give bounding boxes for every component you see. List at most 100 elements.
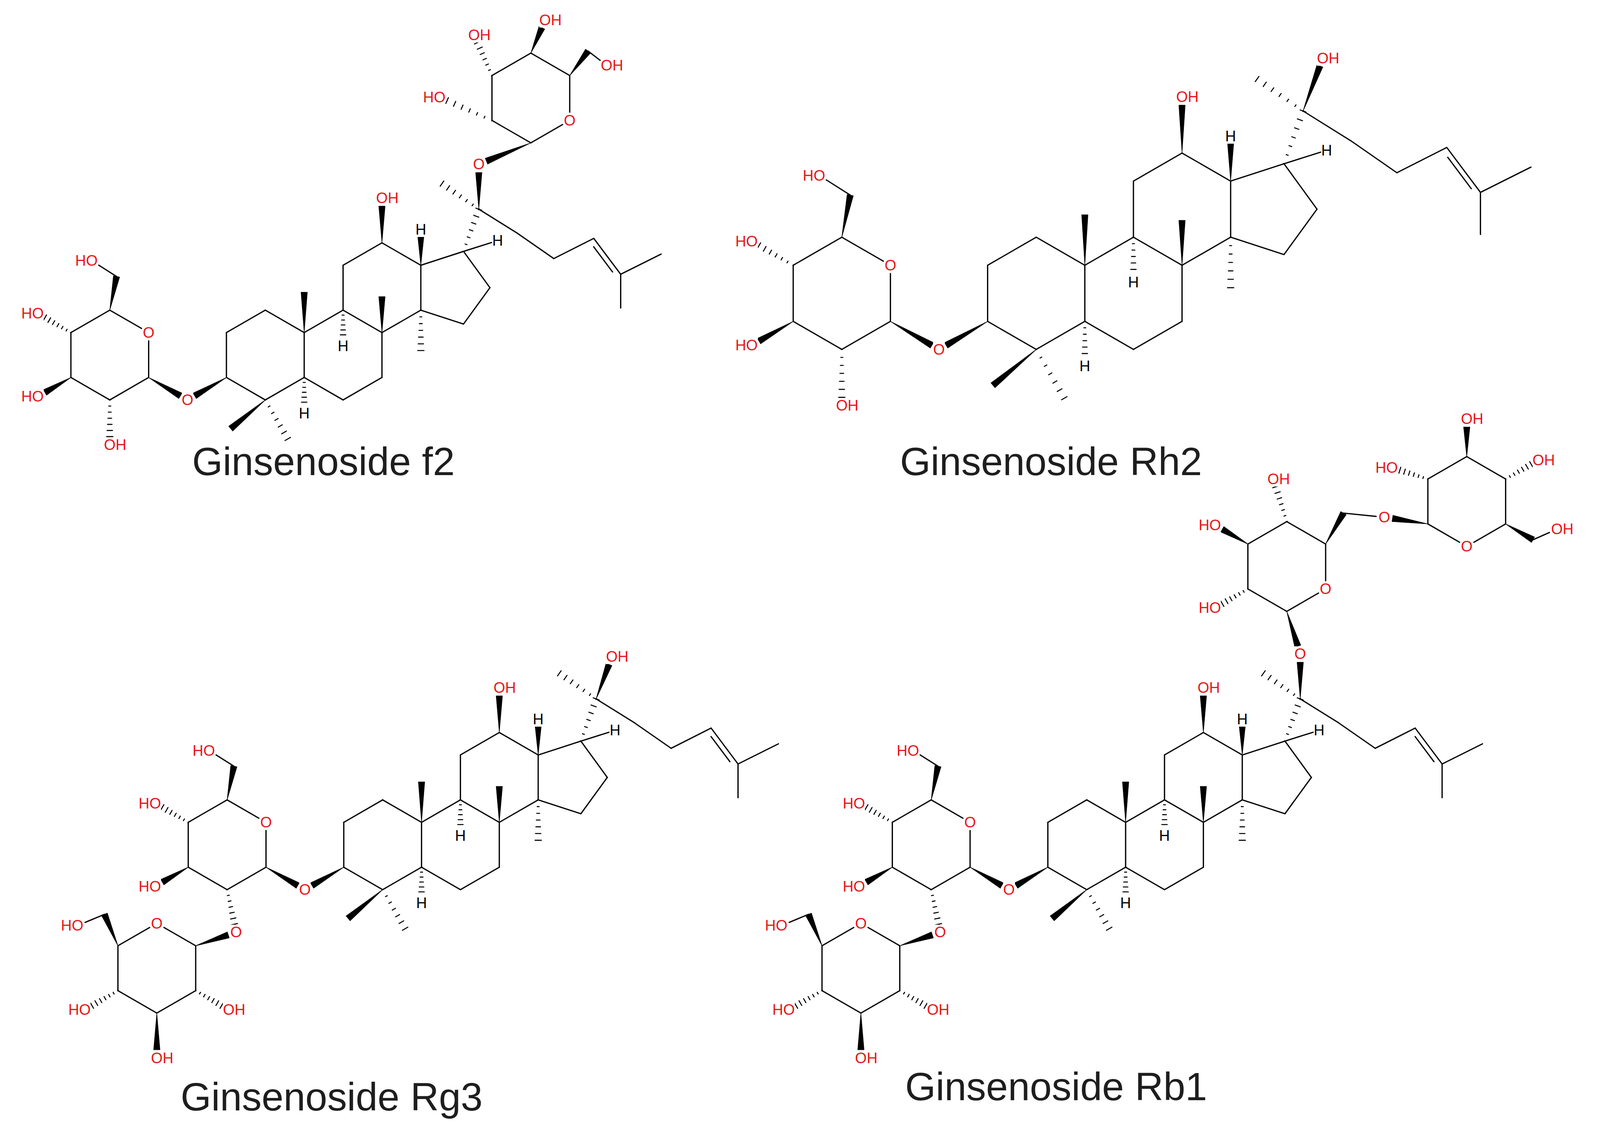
- wedge-bond: [378, 206, 386, 243]
- wedge-bond: [310, 867, 345, 889]
- bond-line: [188, 800, 228, 823]
- bond-line: [1048, 800, 1088, 823]
- hash-bond: [418, 867, 425, 897]
- atom-label: OH: [1316, 50, 1340, 66]
- bond-line: [1048, 867, 1088, 890]
- bond-line: [920, 755, 938, 767]
- bond-line: [1036, 321, 1085, 350]
- bond-line: [620, 253, 662, 275]
- atom-label: OH: [1267, 471, 1290, 487]
- molecule-name: Ginsenoside f2: [192, 441, 455, 482]
- atom-label: HO: [772, 1002, 795, 1018]
- atom-label: OH: [222, 1002, 246, 1018]
- bond-line: [1230, 163, 1285, 182]
- bond-line: [1133, 321, 1182, 350]
- bond-line: [499, 800, 539, 823]
- wedge-bond: [43, 377, 71, 396]
- bond-line: [459, 755, 462, 800]
- atom-label: O: [1003, 882, 1015, 898]
- bond-line: [1286, 593, 1319, 612]
- hash-bond: [160, 804, 189, 823]
- hash-bond: [339, 310, 347, 340]
- bond-line: [1047, 822, 1049, 868]
- wedge-bond: [475, 172, 482, 210]
- bond-line: [381, 242, 421, 266]
- bond-line: [265, 830, 267, 868]
- hash-bond: [794, 990, 823, 1009]
- double-bond: [711, 728, 739, 765]
- bond-line: [822, 990, 862, 1014]
- bond-line: [1164, 800, 1204, 823]
- bond-line: [1125, 867, 1165, 890]
- atom-label: HO: [61, 918, 84, 934]
- hash-bond: [1122, 867, 1129, 897]
- bond-line: [1124, 822, 1126, 868]
- bond-line: [1427, 456, 1467, 480]
- atom-label: OH: [1532, 452, 1556, 468]
- hash-bond: [757, 242, 794, 266]
- hash-bond: [301, 377, 308, 408]
- bond-line: [225, 332, 228, 378]
- atom-label: O: [1294, 646, 1307, 662]
- wedge-bond: [1325, 511, 1347, 545]
- bond-line: [194, 946, 197, 991]
- bond-line: [1181, 237, 1231, 266]
- bond-line: [1248, 588, 1288, 612]
- atom-label: OH: [605, 649, 629, 665]
- bond-line: [1286, 521, 1326, 545]
- hash-bond: [43, 314, 72, 334]
- bond-line: [420, 251, 464, 266]
- double-bond: [1414, 728, 1443, 765]
- bond-line: [1427, 479, 1429, 525]
- atom-label: H: [1079, 358, 1091, 374]
- atom-label: H: [1127, 274, 1139, 290]
- bond-line: [420, 265, 422, 311]
- bond-line: [1181, 265, 1183, 322]
- molecule-name: Ginsenoside Rh2: [900, 441, 1202, 482]
- bond-line: [1242, 741, 1285, 756]
- wedge-bond: [266, 867, 300, 889]
- hash-bond: [457, 800, 464, 830]
- atom-label: O: [181, 392, 194, 408]
- bond-line: [1283, 163, 1317, 210]
- bond-line: [226, 377, 266, 400]
- wedge-bond: [1200, 786, 1207, 823]
- hash-bond: [382, 889, 408, 931]
- wedge-bond: [864, 867, 893, 886]
- bond-line: [1084, 321, 1134, 350]
- atom-label: OH: [103, 437, 127, 453]
- double-bond: [1446, 147, 1481, 193]
- wedge-bond: [109, 275, 120, 311]
- bond-line: [987, 237, 1037, 266]
- atom-label: O: [933, 342, 945, 358]
- bond-line: [499, 732, 539, 756]
- bond-line: [420, 310, 464, 325]
- bond-line: [516, 233, 554, 259]
- hash-bond: [1283, 109, 1306, 164]
- atom-label: O: [884, 257, 897, 273]
- bond-line: [1230, 237, 1285, 255]
- bond-line: [304, 377, 344, 400]
- wedge-bond: [160, 867, 189, 886]
- wedge-bond: [227, 765, 238, 800]
- hash-bond: [106, 400, 113, 437]
- bond-line: [343, 822, 345, 868]
- wedge-bond: [1014, 867, 1049, 889]
- bond-line: [381, 332, 383, 378]
- wedge-bond: [496, 696, 503, 733]
- bond-line: [793, 321, 842, 350]
- hash-bond: [226, 889, 238, 926]
- atom-label: HO: [735, 233, 758, 249]
- hash-bond: [1255, 76, 1304, 112]
- atom-label: HO: [896, 743, 919, 759]
- hash-bond: [445, 97, 493, 121]
- bond-line: [463, 251, 490, 288]
- atom-label: HO: [192, 743, 215, 759]
- wedge-bond: [378, 296, 386, 333]
- wedge-bond: [301, 292, 308, 333]
- bond-line: [1181, 153, 1231, 182]
- bond-line: [596, 699, 635, 723]
- wedge-bond: [535, 725, 542, 756]
- wedge-bond: [899, 931, 934, 946]
- bond-line: [841, 321, 891, 350]
